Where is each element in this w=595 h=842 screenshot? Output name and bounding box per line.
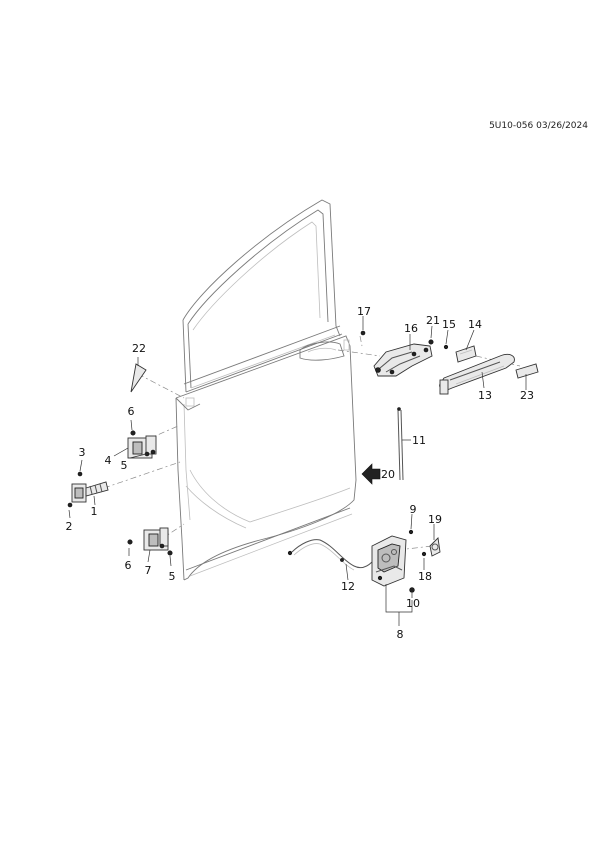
part-13-outside-handle: [439, 353, 515, 395]
part-12-release-cable: [287, 539, 373, 571]
callout-17: 17: [357, 305, 371, 318]
part-14-handle-cap: [455, 345, 477, 363]
part-18-screw: [421, 551, 427, 557]
part-1-door-check: [67, 471, 109, 508]
callout-15: 15: [442, 318, 456, 331]
part-4-upper-hinge: [127, 430, 157, 459]
callout-2: 2: [66, 520, 73, 533]
callout-labels: 22 6 4 5 3 2 1 6 7 5 17 16 21 15 14 13 2…: [66, 305, 535, 641]
callout-23: 23: [520, 389, 534, 402]
callout-22: 22: [132, 342, 146, 355]
alignment-lines: [103, 335, 521, 551]
callout-19: 19: [428, 513, 442, 526]
document-id: 5U10-056 03/26/2024: [489, 121, 588, 131]
callout-11: 11: [412, 434, 426, 447]
leader-lines: [68, 316, 527, 626]
part-21-bolt: [428, 339, 434, 345]
part-22-mirror-patch: [130, 363, 147, 393]
callout-3: 3: [79, 446, 86, 459]
part-17-screw: [360, 330, 366, 336]
callout-18: 18: [418, 570, 432, 583]
callout-6-lower: 6: [125, 559, 132, 572]
callout-20: 20: [381, 468, 395, 481]
callout-5-lower: 5: [169, 570, 176, 583]
part-9-screw: [408, 529, 414, 535]
part-15-clip: [443, 344, 449, 350]
part-16-handle-frame: [373, 343, 433, 377]
callout-5-upper: 5: [121, 459, 128, 472]
callout-8: 8: [397, 628, 404, 641]
callout-6-upper: 6: [128, 405, 135, 418]
callout-21: 21: [426, 314, 440, 327]
callout-14: 14: [468, 318, 482, 331]
part-19-striker: [429, 537, 441, 557]
callout-13: 13: [478, 389, 492, 402]
part-7-lower-hinge: [127, 527, 173, 556]
callout-7: 7: [145, 564, 152, 577]
callout-1: 1: [91, 505, 98, 518]
front-direction-arrow: [361, 463, 381, 485]
part-8-latch-assembly: [371, 535, 407, 587]
part-23-handle-pad: [515, 363, 539, 379]
callout-12: 12: [341, 580, 355, 593]
part-11-rod: [397, 407, 404, 481]
door-panel: [175, 199, 357, 581]
callout-10: 10: [406, 597, 420, 610]
callout-16: 16: [404, 322, 418, 335]
part-10-clip: [409, 587, 415, 593]
callout-4: 4: [105, 454, 112, 467]
callout-9: 9: [410, 503, 417, 516]
